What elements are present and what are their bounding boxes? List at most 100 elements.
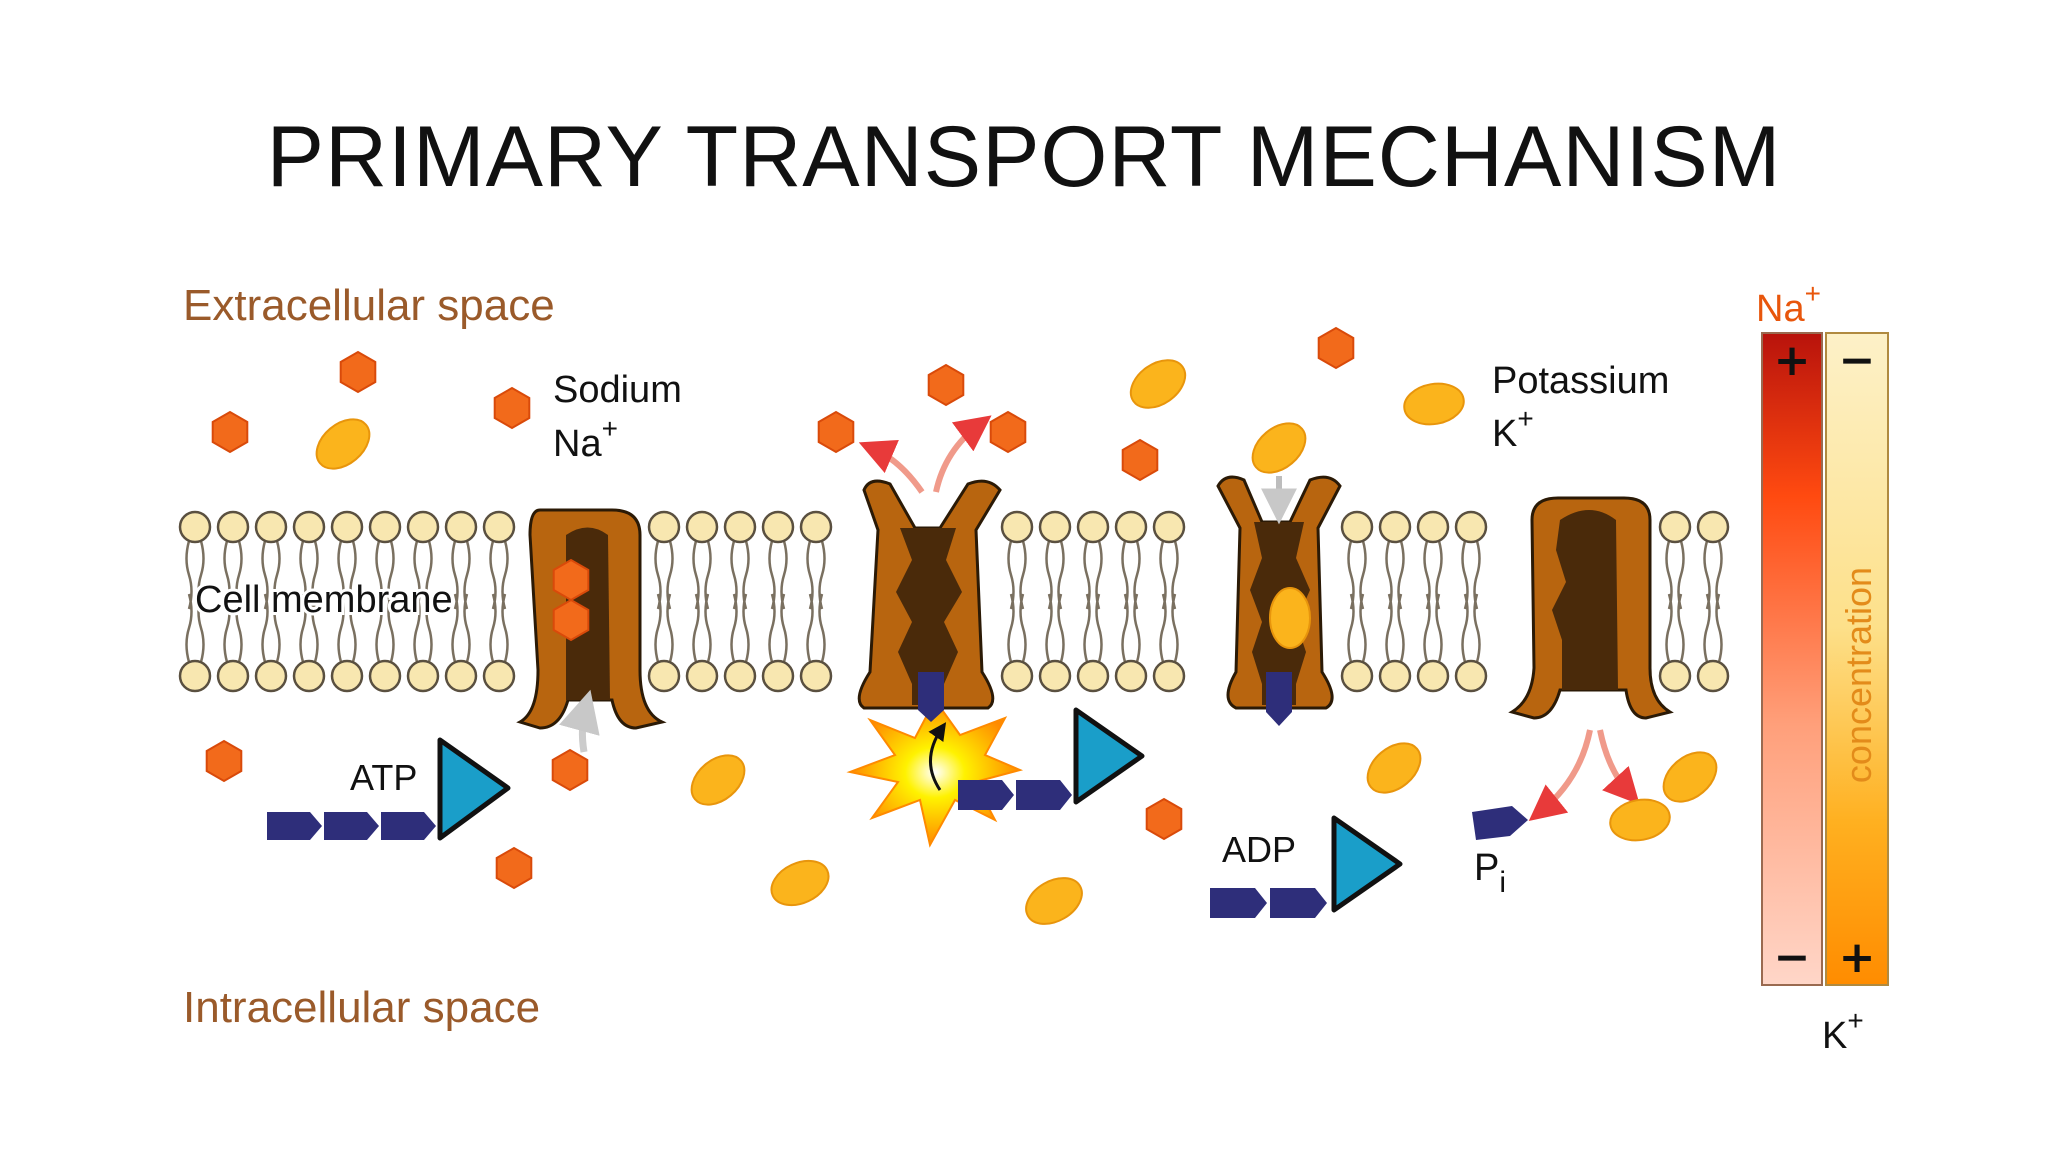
lipid-head (1114, 510, 1148, 544)
lipid-head (254, 510, 288, 544)
lipid-head (1340, 659, 1374, 693)
sodium-symbol: Na (553, 423, 602, 465)
potassium-release-arrow-right (1597, 729, 1640, 805)
lipid-head (1454, 510, 1488, 544)
potassium-ion (1129, 359, 1187, 409)
potassium-ion (1403, 382, 1465, 426)
potassium-ion (770, 859, 830, 907)
sodium-ion (495, 846, 533, 890)
sodium-release-arrow-right (933, 415, 992, 493)
cell-membrane-bilayer (178, 510, 1730, 693)
lipid-head (482, 659, 516, 693)
lipid-head (292, 510, 326, 544)
slide-title: PRIMARY TRANSPORT MECHANISM (266, 109, 1782, 205)
ions-layer (205, 326, 1718, 925)
potassium-ion (1366, 742, 1422, 794)
lipid-tail (1665, 540, 1685, 663)
lipid-tail (1159, 540, 1179, 663)
adp-label: ADP (1222, 829, 1296, 870)
sodium-ion (552, 558, 590, 602)
lipid-head (1696, 659, 1730, 693)
bar-sodium-charge: + (1805, 278, 1821, 309)
lipid-head (216, 510, 250, 544)
pump-state-4 (1508, 496, 1674, 720)
sodium-ion (205, 739, 243, 783)
sodium-ion (1121, 438, 1159, 482)
lipid-tail (1347, 540, 1367, 663)
sodium-ion (1317, 326, 1355, 370)
sodium-charge: + (602, 413, 618, 444)
lipid-head (799, 659, 833, 693)
sodium-ion (211, 410, 249, 454)
lipid-tail (451, 540, 471, 663)
concentration-gradient-key: Na+ + − − + concentration K+ (1756, 278, 1889, 1057)
potassium-concentration-bar (1825, 332, 1889, 986)
concentration-label: concentration (1838, 567, 1879, 783)
lipid-head (685, 510, 719, 544)
lipid-head (647, 510, 681, 544)
potassium-low-sign: − (1839, 335, 1876, 386)
lipid-head (1416, 510, 1450, 544)
bound-phosphate-2 (918, 672, 944, 722)
lipid-head (1378, 659, 1412, 693)
lipid-head (799, 510, 833, 544)
lipid-tail (1121, 540, 1141, 663)
phosphate-label: P (1474, 847, 1499, 889)
lipid-tail (1045, 540, 1065, 663)
sodium-ion (551, 748, 589, 792)
sodium-entry-arrow (559, 689, 600, 753)
sodium-ion (1145, 797, 1183, 841)
potassium-high-sign: + (1839, 932, 1876, 983)
svg-text:K+: K+ (1822, 1005, 1864, 1057)
lipid-tail (1083, 540, 1103, 663)
lipid-tail (413, 540, 433, 663)
lipid-tail (692, 540, 712, 663)
lipid-head (178, 510, 212, 544)
potassium-release-arrow-left (1528, 729, 1593, 821)
lipid-head (216, 659, 250, 693)
potassium-ion (315, 418, 371, 470)
potassium-ion (1251, 422, 1307, 474)
potassium-ion (690, 754, 746, 806)
svg-text:Na+: Na+ (553, 413, 618, 465)
lipid-tail (299, 540, 319, 663)
lipid-tail (223, 540, 243, 663)
potassium-name: Potassium (1492, 360, 1669, 402)
atp-molecule: ATP (267, 737, 511, 841)
lipid-tail (1385, 540, 1405, 663)
lipid-tail (768, 540, 788, 663)
sodium-high-sign: + (1774, 335, 1811, 386)
lipid-tail (730, 540, 750, 663)
lipid-tail (1703, 540, 1723, 663)
pump-state-2 (857, 479, 1002, 710)
lipid-tail (489, 540, 509, 663)
sodium-ion (817, 410, 855, 454)
lipid-head (1000, 510, 1034, 544)
lipid-head (368, 510, 402, 544)
svg-text:Na+: Na+ (1756, 278, 1821, 330)
adp-molecule: ADP (1210, 815, 1403, 918)
lipid-head (1114, 659, 1148, 693)
adp-molecule-burst (958, 707, 1145, 810)
sodium-name: Sodium (553, 369, 682, 411)
lipid-head (1076, 510, 1110, 544)
lipid-head (761, 510, 795, 544)
sodium-ion (989, 410, 1027, 454)
lipid-tail (185, 540, 205, 663)
potassium-label: Potassium K+ (1492, 360, 1669, 455)
lipid-head (1340, 510, 1374, 544)
lipid-head (1076, 659, 1110, 693)
lipid-head (1152, 510, 1186, 544)
potassium-ion (1269, 587, 1311, 649)
burst-arrow (928, 722, 947, 791)
lipid-tail (654, 540, 674, 663)
sodium-ion (493, 386, 531, 430)
lipid-head (482, 510, 516, 544)
sodium-release-arrow-left (858, 439, 925, 494)
sodium-ion (552, 598, 590, 642)
lipid-head (1038, 510, 1072, 544)
lipid-tail (806, 540, 826, 663)
potassium-charge: + (1517, 403, 1533, 434)
lipid-head (761, 659, 795, 693)
lipid-head (368, 659, 402, 693)
